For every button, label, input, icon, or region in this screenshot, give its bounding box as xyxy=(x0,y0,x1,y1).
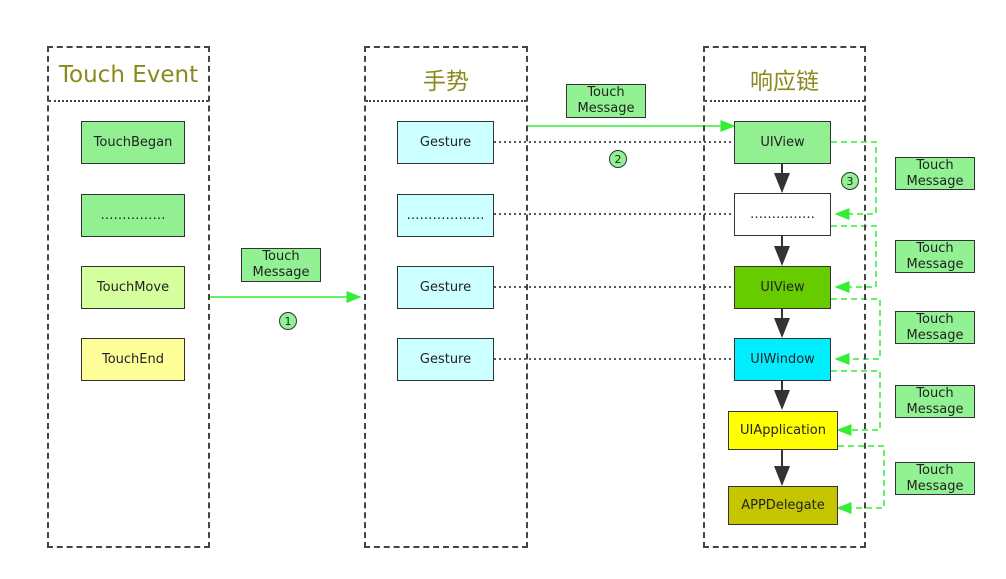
forward-loop-4 xyxy=(831,370,881,436)
touch-move-node: TouchMove xyxy=(81,266,185,309)
forward-loop-1 xyxy=(831,141,877,220)
appdelegate-node: APPDelegate xyxy=(728,486,838,525)
step-1-badge: 1 xyxy=(279,312,297,330)
forward-loop-3 xyxy=(831,298,881,365)
touch-message-tag: Touch Message xyxy=(895,462,975,495)
forward-loop-5 xyxy=(836,445,885,514)
gesture-node: Gesture xyxy=(397,338,494,381)
step-2-badge: 2 xyxy=(609,150,627,168)
gesture-node: Gesture xyxy=(397,266,494,309)
touch-message-tag: Touch Message xyxy=(241,248,321,282)
touch-began-node: TouchBegan xyxy=(81,121,185,164)
gesture-column: 手势 xyxy=(364,46,528,548)
touch-message-tag: Touch Message xyxy=(895,385,975,418)
touch-message-tag: Touch Message xyxy=(895,240,975,273)
touch-end-node: TouchEnd xyxy=(81,338,185,381)
touch-message-tag: Touch Message xyxy=(566,84,646,118)
uiview-node: UIView xyxy=(734,121,831,164)
touch-message-tag: Touch Message xyxy=(895,157,975,190)
responder-chain-divider xyxy=(705,100,864,102)
gesture-divider xyxy=(366,100,526,102)
responder-chain-title: 响应链 xyxy=(750,69,819,95)
touch-event-divider xyxy=(49,100,208,102)
touch-event-column: Touch Event xyxy=(47,46,210,548)
uiapplication-node: UIApplication xyxy=(728,411,838,450)
gesture-node: Gesture xyxy=(397,121,494,164)
gesture-title: 手势 xyxy=(423,69,469,95)
responder-chain-column: 响应链 xyxy=(703,46,866,548)
touch-event-title: Touch Event xyxy=(58,62,199,88)
step-3-badge: 3 xyxy=(841,172,859,190)
view-placeholder-node: …………… xyxy=(734,193,831,236)
uiwindow-node: UIWindow xyxy=(734,338,831,381)
touch-placeholder-node: …………… xyxy=(81,194,185,237)
forward-loop-2 xyxy=(831,225,877,293)
touch-message-tag: Touch Message xyxy=(895,311,975,344)
gesture-placeholder-node: ……………… xyxy=(397,194,494,237)
uiview-node: UIView xyxy=(734,266,831,309)
